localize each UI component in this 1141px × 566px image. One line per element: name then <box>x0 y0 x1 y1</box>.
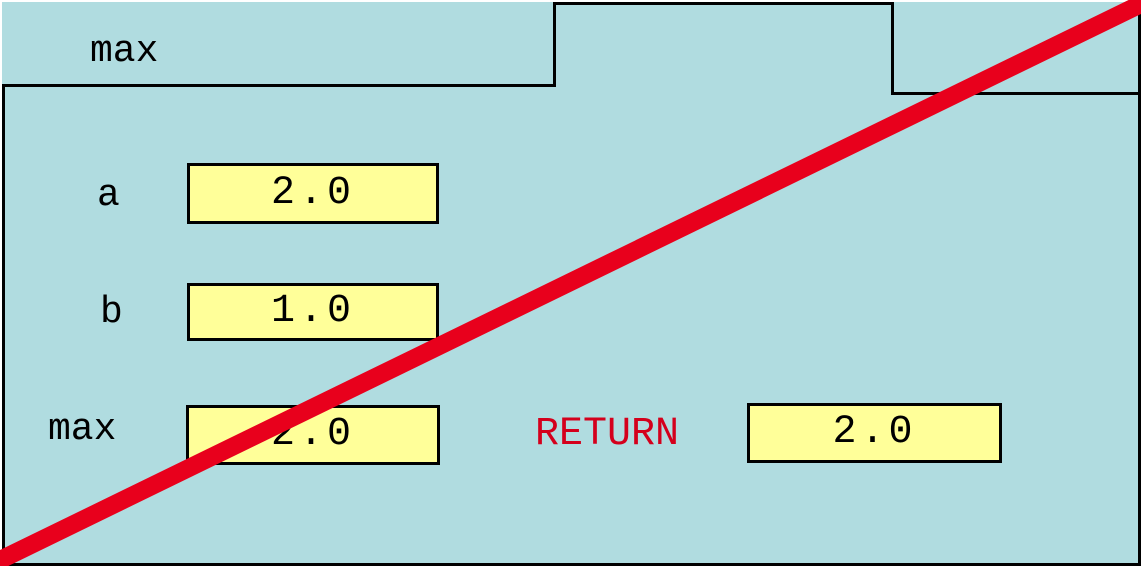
variable-label-max: max <box>48 408 117 451</box>
frame-title: max <box>90 30 159 73</box>
variable-value-a: 2.0 <box>187 163 439 224</box>
variable-label-b: b <box>100 291 123 334</box>
return-label: RETURN <box>535 412 680 457</box>
return-value: 2.0 <box>747 403 1002 463</box>
frame-corner-box <box>891 2 1138 95</box>
variable-value-b: 1.0 <box>187 283 439 341</box>
frame-title-tab: max <box>2 2 556 87</box>
variable-value-max: 2.0 <box>186 405 440 465</box>
variable-label-a: a <box>97 174 120 217</box>
